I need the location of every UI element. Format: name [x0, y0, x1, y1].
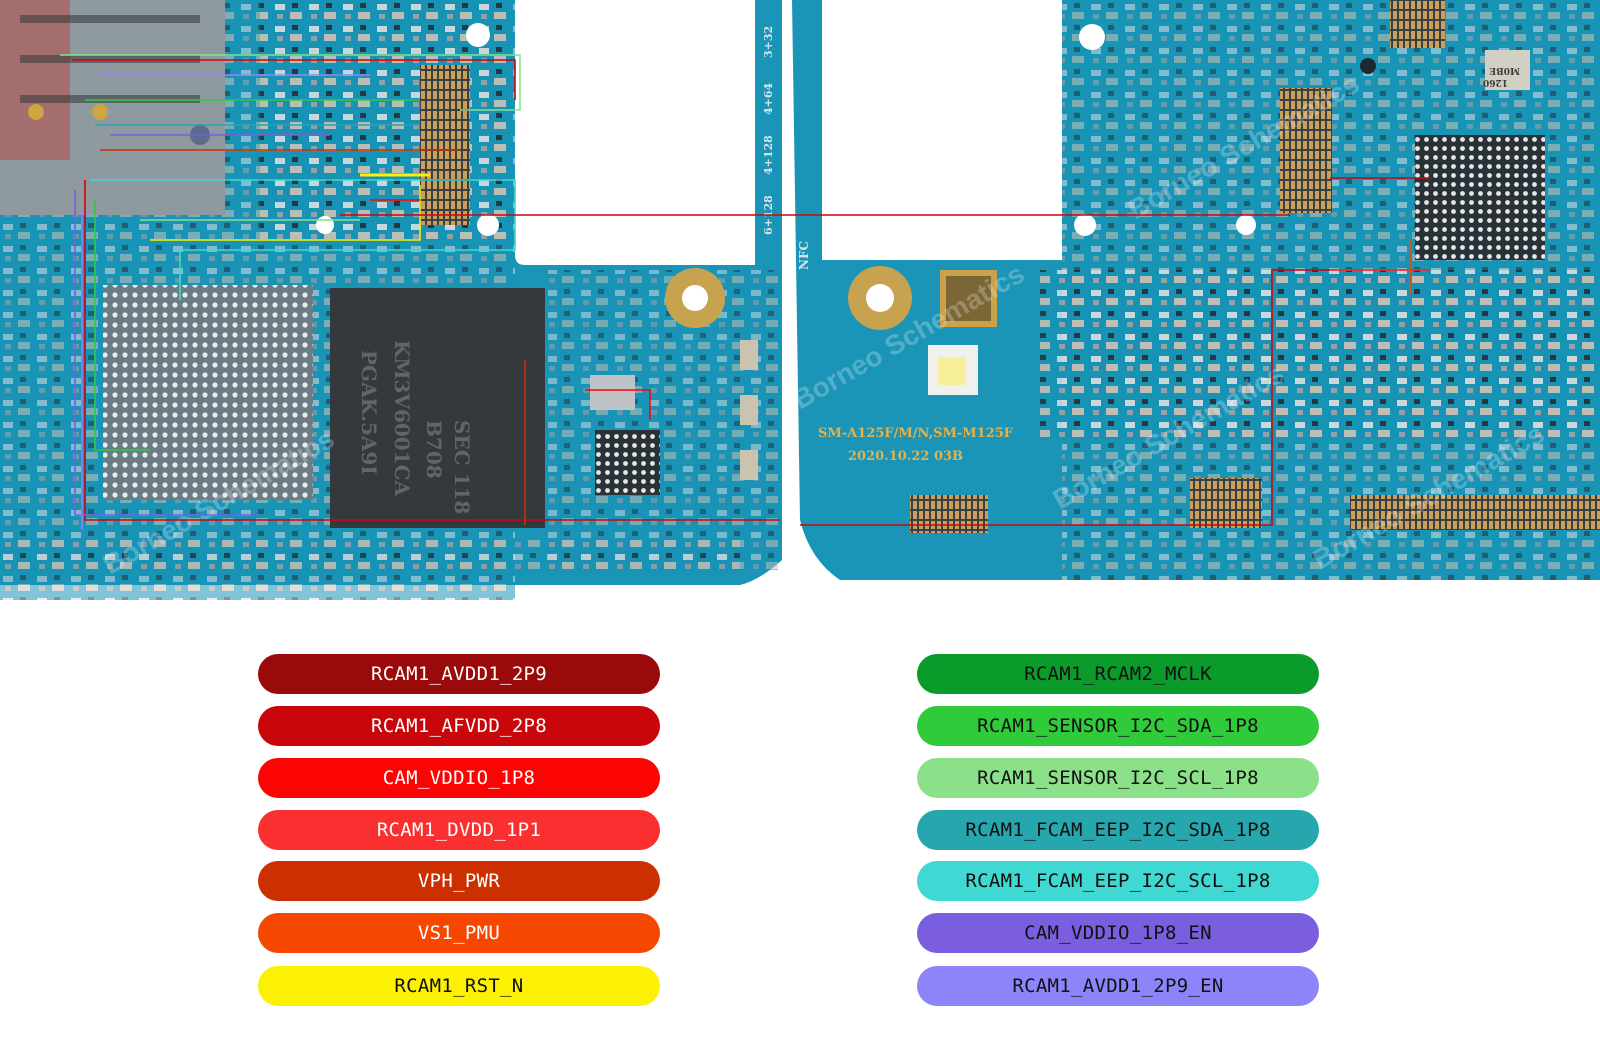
legend-label: CAM_VDDIO_1P8_EN	[1024, 922, 1212, 944]
right-board: 1260 M0BE SM-A125F/M/N,SM-M125F 2020.10.…	[792, 0, 1600, 580]
legend-item-rcam1-avdd1-2p9-en: RCAM1_AVDD1_2P9_EN	[917, 966, 1319, 1006]
memory-chip-label-3: KM3V6001CA	[390, 340, 414, 497]
label-4-128: 4+128	[762, 135, 775, 175]
label-nfc: NFC	[797, 241, 811, 270]
board-model-label: SM-A125F/M/N,SM-M125F	[818, 426, 1014, 441]
legend-label: RCAM1_FCAM_EEP_I2C_SDA_1P8	[965, 819, 1271, 841]
legend-label: RCAM1_DVDD_1P1	[376, 819, 542, 841]
legend-item-vs1-pmu: VS1_PMU	[258, 913, 660, 953]
legend-item-rcam1-avdd1-2p9: RCAM1_AVDD1_2P9	[258, 654, 660, 694]
label-4-64: 4+64	[762, 82, 775, 115]
legend-item-vph-pwr: VPH_PWR	[258, 861, 660, 901]
legend-item-rcam1-fcam-eep-i2c-sda: RCAM1_FCAM_EEP_I2C_SDA_1P8	[917, 810, 1319, 850]
memory-chip-label-4: PGAK.5A9I	[357, 350, 381, 475]
legend-label: VS1_PMU	[417, 922, 501, 944]
legend-label: CAM_VDDIO_1P8	[382, 767, 536, 789]
legend-item-rcam1-rcam2-mclk: RCAM1_RCAM2_MCLK	[917, 654, 1319, 694]
legend-label: RCAM1_AVDD1_2P9_EN	[1012, 975, 1224, 997]
left-board: SEC 118 B708 KM3V6001CA PGAK.5A9I 6+128 …	[0, 0, 782, 600]
legend-item-rcam1-afvdd-2p8: RCAM1_AFVDD_2P8	[258, 706, 660, 746]
trace-lines	[60, 54, 1430, 530]
legend-item-rcam1-rst-n: RCAM1_RST_N	[258, 966, 660, 1006]
memory-chip-label-2: B708	[422, 420, 446, 479]
legend-label: RCAM1_FCAM_EEP_I2C_SCL_1P8	[965, 870, 1271, 892]
legend-item-rcam1-sensor-i2c-scl: RCAM1_SENSOR_I2C_SCL_1P8	[917, 758, 1319, 798]
legend-item-rcam1-dvdd-1p1: RCAM1_DVDD_1P1	[258, 810, 660, 850]
legend-label: RCAM1_RST_N	[394, 975, 524, 997]
legend-label: RCAM1_SENSOR_I2C_SCL_1P8	[977, 767, 1259, 789]
legend-label: RCAM1_SENSOR_I2C_SDA_1P8	[977, 715, 1259, 737]
small-chip-label-2: M0BE	[1489, 65, 1520, 75]
small-chip-label-1: 1260	[1483, 77, 1508, 87]
label-3-32: 3+32	[762, 26, 775, 58]
board-date-label: 2020.10.22 03B	[848, 449, 963, 464]
memory-chip-label-1: SEC 118	[450, 420, 474, 514]
legend-label: VPH_PWR	[417, 870, 501, 892]
legend-item-cam-vddio-1p8-en: CAM_VDDIO_1P8_EN	[917, 913, 1319, 953]
legend-label: RCAM1_AVDD1_2P9	[370, 663, 548, 685]
legend-label: RCAM1_AFVDD_2P8	[370, 715, 548, 737]
legend-item-cam-vddio-1p8: CAM_VDDIO_1P8	[258, 758, 660, 798]
pcb-board-photo: SEC 118 B708 KM3V6001CA PGAK.5A9I 6+128 …	[0, 0, 1600, 600]
legend-item-rcam1-sensor-i2c-sda: RCAM1_SENSOR_I2C_SDA_1P8	[917, 706, 1319, 746]
legend-item-rcam1-fcam-eep-i2c-scl: RCAM1_FCAM_EEP_I2C_SCL_1P8	[917, 861, 1319, 901]
legend-label: RCAM1_RCAM2_MCLK	[1024, 663, 1212, 685]
